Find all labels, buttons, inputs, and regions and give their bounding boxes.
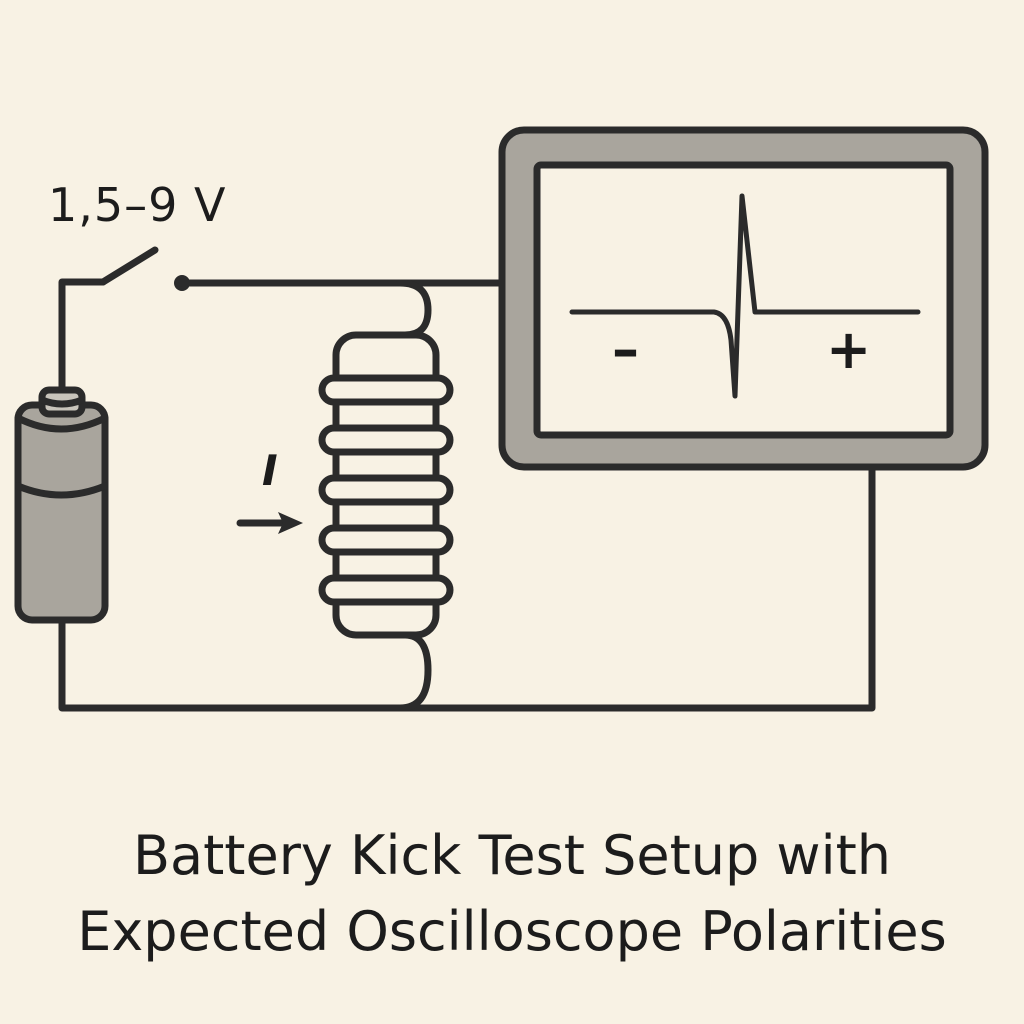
wire-bottom xyxy=(58,463,876,712)
switch-lever xyxy=(99,246,159,286)
wire-left xyxy=(58,278,107,404)
oscilloscope xyxy=(498,126,989,471)
scope-trace xyxy=(569,193,921,399)
negative-polarity-label: – xyxy=(612,318,639,381)
inductor-coil xyxy=(318,279,454,712)
current-arrow-icon xyxy=(236,512,303,534)
title-line-1: Battery Kick Test Setup with xyxy=(133,824,891,887)
diagram-title: Battery Kick Test Setup with Expected Os… xyxy=(0,818,1024,970)
battery xyxy=(14,386,109,624)
positive-polarity-label: + xyxy=(826,318,872,381)
current-label: I xyxy=(262,446,278,495)
voltage-label: 1,5–9 V xyxy=(48,178,227,232)
title-line-2: Expected Oscilloscope Polarities xyxy=(77,900,947,963)
